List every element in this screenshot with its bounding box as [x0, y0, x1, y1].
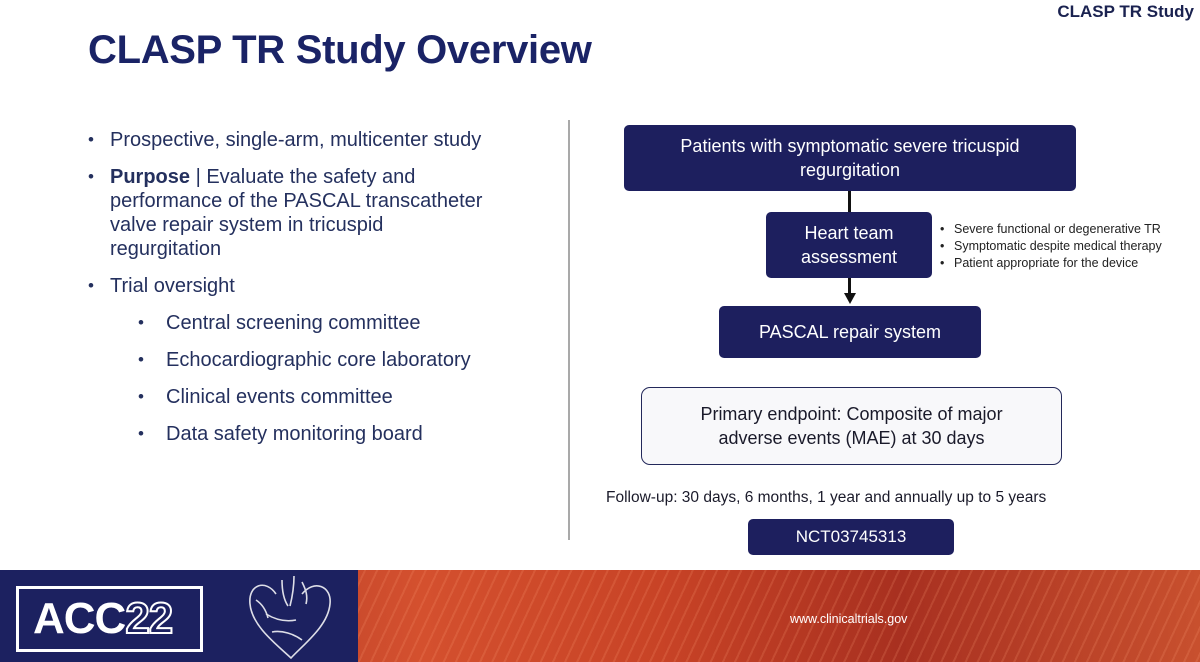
purpose-text-2: performance of the PASCAL transcatheter — [110, 190, 483, 212]
bullet-trial-oversight: Trial oversight — [88, 274, 558, 298]
primary-endpoint-box: Primary endpoint: Composite of major adv… — [641, 387, 1062, 465]
corner-study-tag: CLASP TR Study — [1057, 2, 1194, 21]
flow-arrow-head-icon — [844, 293, 856, 304]
criterion-1: Severe functional or degenerative TR — [938, 221, 1162, 238]
flow-arrow-line — [848, 278, 851, 296]
endpoint-line-2: adverse events (MAE) at 30 days — [718, 428, 985, 448]
criterion-2: Symptomatic despite medical therapy — [938, 238, 1162, 255]
logo-acc-text: ACC — [33, 594, 126, 643]
flow-box-patients: Patients with symptomatic severe tricusp… — [624, 125, 1076, 191]
criterion-3: Patient appropriate for the device — [938, 255, 1162, 272]
logo-year-text: 22 — [124, 593, 174, 644]
flow-connector-line — [848, 191, 851, 212]
purpose-line-1: Purpose | Evaluate the safety and — [110, 165, 558, 189]
nct-id-badge: NCT03745313 — [748, 519, 954, 555]
followup-text: Follow-up: 30 days, 6 months, 1 year and… — [606, 489, 1047, 506]
bullet-study-design: Prospective, single-arm, multicenter stu… — [88, 128, 558, 152]
column-divider — [568, 120, 570, 540]
assessment-criteria-list: Severe functional or degenerative TR Sym… — [938, 221, 1162, 272]
heart-line-art-icon — [249, 575, 331, 660]
purpose-text-1: | Evaluate the safety and — [190, 166, 416, 188]
flow-box-pascal: PASCAL repair system — [719, 306, 981, 358]
purpose-text-3: valve repair system in tricuspid — [110, 214, 384, 236]
footer-url: www.clinicaltrials.gov — [790, 612, 908, 626]
slide-title: CLASP TR Study Overview — [88, 28, 592, 72]
purpose-label: Purpose — [110, 166, 191, 188]
endpoint-line-1: Primary endpoint: Composite of major — [700, 404, 1003, 424]
heart-line-1: Heart team — [804, 223, 894, 243]
bullet-purpose: Purpose | Evaluate the safety and perfor… — [88, 165, 558, 261]
purpose-text-4: regurgitation — [110, 238, 222, 260]
patients-line-2: regurgitation — [799, 160, 901, 180]
sub-bullet-events: Clinical events committee — [88, 385, 558, 409]
sub-bullet-screening: Central screening committee — [88, 311, 558, 335]
sub-bullet-echo-lab: Echocardiographic core laboratory — [88, 348, 558, 372]
patients-line-1: Patients with symptomatic severe tricusp… — [680, 136, 1020, 156]
left-bullet-list: Prospective, single-arm, multicenter stu… — [88, 128, 558, 459]
flow-box-heart-team: Heart team assessment — [766, 212, 932, 278]
heart-line-2: assessment — [800, 247, 898, 267]
sub-bullet-safety-board: Data safety monitoring board — [88, 422, 558, 446]
